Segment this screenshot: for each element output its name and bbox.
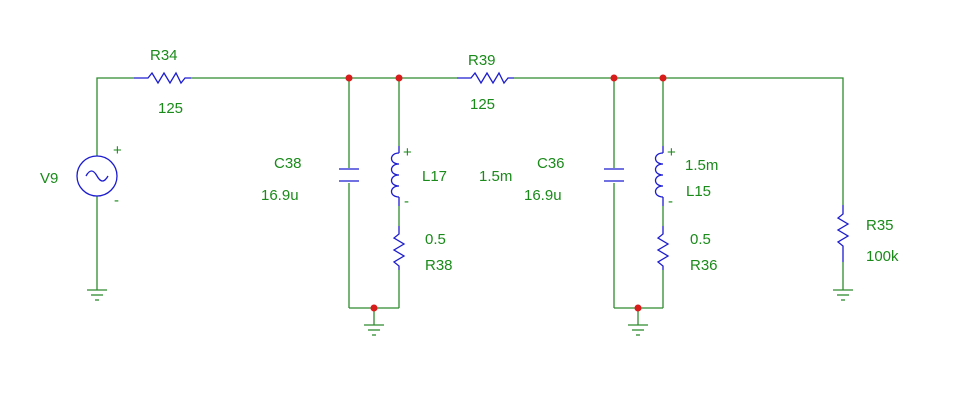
wires: [96, 77, 844, 325]
junction-dot: [395, 74, 403, 82]
polarity-minus: -: [114, 192, 119, 209]
v9-name-label: V9: [40, 170, 58, 187]
junction-dot: [659, 74, 667, 82]
wire-source-to-r34: [96, 77, 134, 156]
r34-value-label: 125: [158, 100, 183, 117]
polarity-plus: +: [113, 142, 122, 159]
wire-node2-to-r35: [663, 77, 844, 205]
c38-value-label: 16.9u: [261, 187, 299, 204]
resistor-r38: 0.5 R38: [392, 226, 453, 274]
r35-name-label: R35: [866, 217, 894, 234]
l15-polarity-minus: -: [668, 193, 673, 210]
r36-name-label: R36: [690, 257, 718, 274]
resistor-r36: 0.5 R36: [656, 226, 718, 274]
r38-value-label: 0.5: [425, 231, 446, 248]
voltage-source-v9: + - V9: [40, 142, 122, 209]
ground-symbol: [833, 289, 853, 301]
l15-value-label: 1.5m: [685, 157, 718, 174]
junctions: [345, 74, 667, 312]
r34-name-label: R34: [150, 47, 178, 64]
resistor-r34: R34 125: [134, 47, 191, 117]
l17-value-label: 1.5m: [479, 168, 512, 185]
junction-dot: [370, 304, 378, 312]
junction-dot: [634, 304, 642, 312]
inductor-l15: + - 1.5m L15: [654, 144, 718, 210]
l15-name-label: L15: [686, 183, 711, 200]
l17-polarity-minus: -: [404, 193, 409, 210]
r35-value-label: 100k: [866, 248, 899, 265]
inductor-l17: + - L17 1.5m: [390, 144, 512, 210]
l17-polarity-plus: +: [403, 144, 412, 161]
l17-name-label: L17: [422, 168, 447, 185]
junction-dot: [610, 74, 618, 82]
r39-name-label: R39: [468, 52, 496, 69]
r38-name-label: R38: [425, 257, 453, 274]
resistor-r35: R35 100k: [836, 205, 899, 265]
r39-value-label: 125: [470, 96, 495, 113]
resistor-r39: R39 125: [457, 52, 514, 113]
c36-value-label: 16.9u: [524, 187, 562, 204]
ground-symbol: [364, 324, 384, 336]
c38-name-label: C38: [274, 155, 302, 172]
capacitor-c36: C36 16.9u: [524, 155, 624, 204]
l15-polarity-plus: +: [667, 144, 676, 161]
ground-symbol: [87, 289, 107, 301]
capacitor-c38: C38 16.9u: [261, 155, 359, 204]
c36-name-label: C36: [537, 155, 565, 172]
junction-dot: [345, 74, 353, 82]
ground-symbol: [628, 324, 648, 336]
r36-value-label: 0.5: [690, 231, 711, 248]
